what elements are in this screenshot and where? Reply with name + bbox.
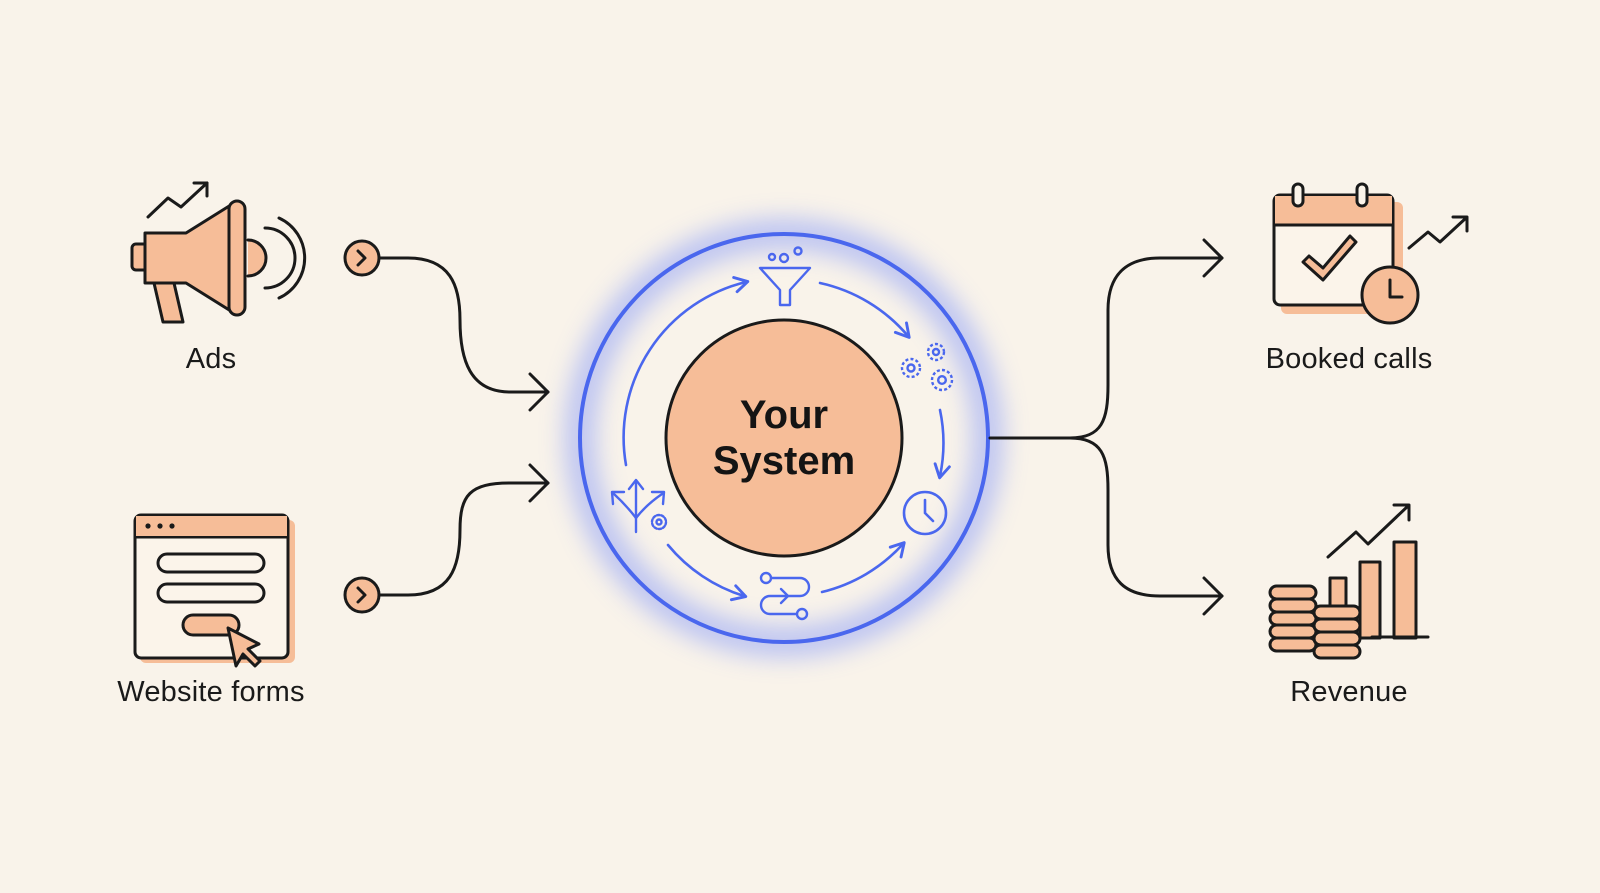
workflow-icon	[759, 571, 811, 621]
forms-arrowhead	[528, 463, 550, 503]
clock-icon	[902, 490, 948, 536]
ads-arrowhead	[528, 372, 550, 412]
system-title-line1: Your	[739, 393, 829, 437]
browser-form-icon	[133, 513, 295, 668]
system-title-line2: System	[712, 439, 856, 483]
system-ring	[578, 232, 990, 644]
system-core	[664, 318, 904, 558]
cycle-arrows	[622, 276, 951, 602]
calls-arrowhead	[1202, 238, 1224, 278]
ads-connector	[378, 256, 550, 394]
ads-label: Ads	[185, 343, 237, 375]
forms-connector	[378, 481, 550, 597]
ads-chevron-icon	[343, 239, 381, 277]
calendar-clock-icon	[1272, 182, 1469, 325]
website-forms-label: Website forms	[117, 676, 305, 708]
split-arrows-icon	[610, 478, 668, 534]
revenue-connector	[1068, 436, 1224, 598]
forms-chevron-icon	[343, 576, 381, 614]
megaphone-icon	[130, 181, 307, 324]
booked-calls-label: Booked calls	[1265, 343, 1433, 375]
coins-bar-chart-icon	[1268, 503, 1430, 660]
calls-connector	[1068, 256, 1224, 440]
gears-icon	[900, 342, 954, 392]
revenue-label: Revenue	[1290, 676, 1408, 708]
funnel-icon	[758, 246, 812, 307]
system-title: Your System	[684, 392, 884, 484]
revenue-arrowhead	[1202, 576, 1224, 616]
